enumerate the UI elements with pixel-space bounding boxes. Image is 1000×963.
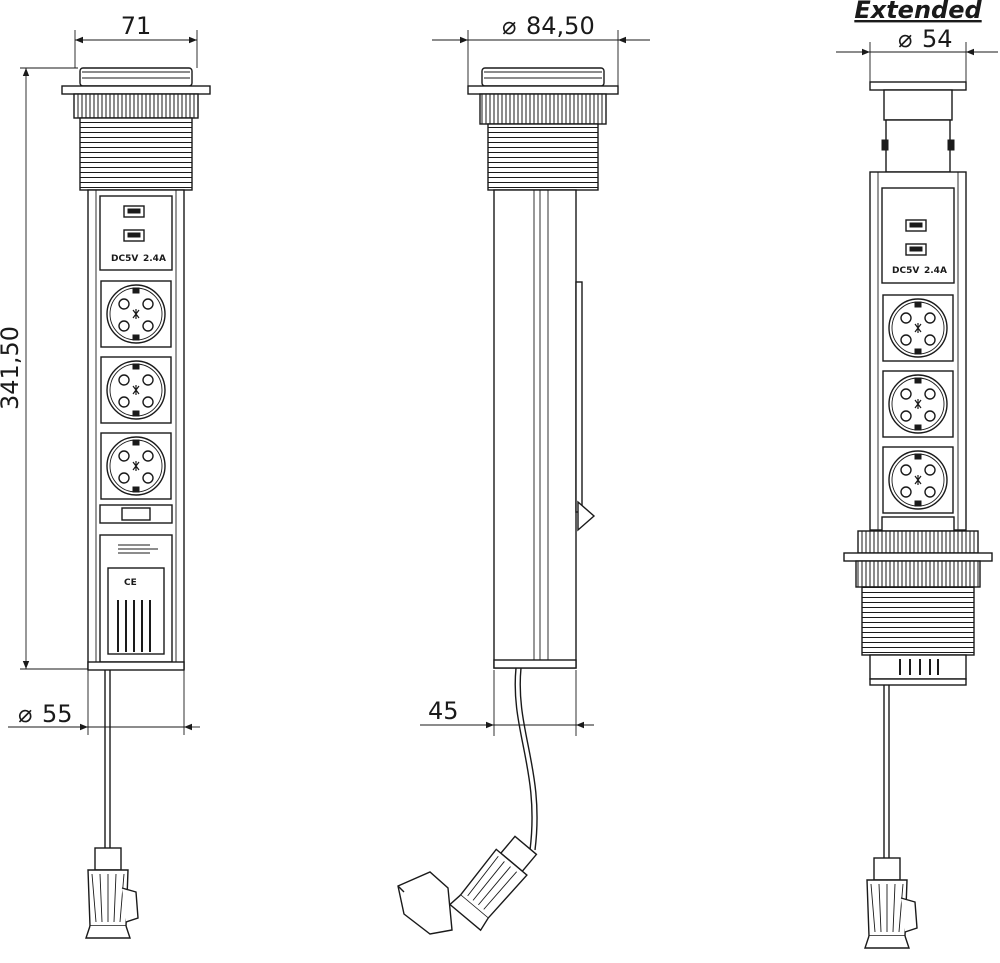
front-socket-3 [100, 432, 172, 500]
extended-usb-current: 2.4A [924, 266, 947, 276]
extended-socket-1 [882, 294, 954, 362]
front-base-dim-symbol: ⌀ [18, 700, 32, 728]
front-width-dim: 71 [121, 12, 152, 40]
front-height-dim: 341,50 [0, 326, 24, 410]
side-diameter-dim: 84,50 [526, 12, 595, 40]
front-socket-2 [100, 356, 172, 424]
front-socket-1 [100, 280, 172, 348]
extended-diameter-symbol: ⌀ [898, 25, 912, 53]
extended-plug [864, 857, 918, 949]
extended-view: Extended ⌀ 54 DC5V 2.4A [836, 0, 998, 949]
front-usb-current: 2.4A [143, 254, 166, 264]
front-plug [85, 847, 139, 939]
front-usb-voltage: DC5V [111, 254, 138, 264]
extended-title: Extended [854, 0, 982, 24]
front-base-dim: 55 [42, 700, 73, 728]
side-depth-dim: 45 [428, 697, 459, 725]
front-view: 71 341,50 DC5V 2.4A [0, 12, 211, 939]
extended-socket-2 [882, 370, 954, 438]
svg-text:CE: CE [124, 578, 137, 588]
side-view: ⌀ 84,50 45 [397, 12, 650, 935]
side-plug [448, 835, 538, 932]
side-diameter-symbol: ⌀ [502, 12, 516, 40]
extended-diameter-dim: 54 [922, 25, 953, 53]
extended-usb-voltage: DC5V [892, 266, 919, 276]
extended-socket-3 [882, 446, 954, 514]
